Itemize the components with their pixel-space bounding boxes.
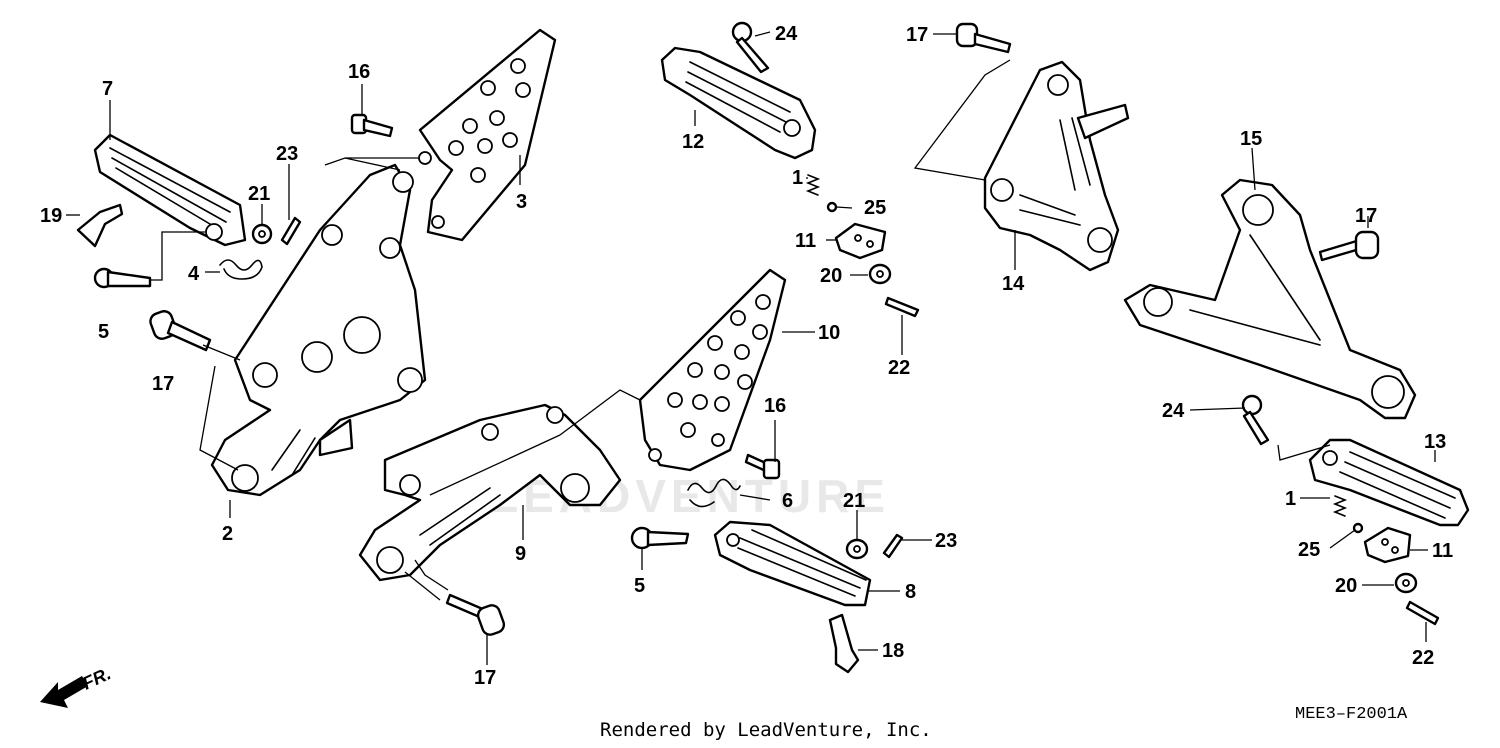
ball-25 — [826, 201, 838, 213]
callout-20: 20 — [820, 265, 842, 287]
stud-18 — [828, 613, 860, 674]
front-direction-arrow-icon: FR. — [40, 663, 114, 708]
callout-22: 22 — [888, 357, 910, 379]
callout-15: 15 — [1240, 128, 1262, 150]
cotter-pin-22 — [884, 296, 920, 318]
heel-guard-plate — [418, 28, 557, 242]
callout-25: 25 — [1298, 539, 1320, 561]
plate-11 — [1363, 526, 1412, 564]
washer-21 — [845, 538, 869, 560]
cotter-pin-22 — [1405, 600, 1440, 626]
rear-step-holder-14 — [983, 60, 1130, 272]
plate-11 — [834, 222, 887, 260]
washer-20 — [868, 263, 892, 285]
pin-24 — [1241, 394, 1270, 446]
callout-17: 17 — [474, 667, 496, 689]
callout-7: 7 — [102, 78, 113, 100]
callout-23: 23 — [276, 143, 298, 165]
callout-5: 5 — [634, 575, 645, 597]
pin-5 — [93, 267, 152, 289]
callout-21: 21 — [843, 490, 865, 512]
callout-24: 24 — [1162, 400, 1185, 422]
callout-8: 8 — [905, 581, 916, 603]
callout-1: 1 — [792, 167, 803, 189]
callout-12: 12 — [682, 131, 704, 153]
spring-1 — [805, 174, 821, 196]
step-holder-bracket — [210, 163, 427, 497]
washer-20 — [1394, 572, 1418, 594]
callout-5: 5 — [98, 321, 109, 343]
callout-3: 3 — [516, 191, 527, 213]
callout-22: 22 — [1412, 647, 1434, 669]
footpeg-13 — [1308, 438, 1470, 527]
ball-25 — [1352, 522, 1364, 534]
footpeg-7 — [93, 133, 247, 247]
diagram-code: MEE3–F2001A — [1295, 705, 1408, 724]
callout-16: 16 — [348, 61, 370, 83]
callout-9: 9 — [515, 543, 526, 565]
callout-18: 18 — [882, 640, 904, 662]
leader-lines — [66, 31, 1436, 665]
pin-5 — [630, 526, 690, 550]
bolt-17 — [149, 310, 212, 352]
callout-11: 11 — [1432, 540, 1453, 562]
callout-17: 17 — [906, 24, 928, 46]
footpeg-8 — [713, 520, 872, 607]
washer-21 — [251, 223, 273, 245]
bolt-16 — [744, 453, 781, 480]
bolt-17 — [955, 22, 1012, 54]
callout-20: 20 — [1335, 575, 1357, 597]
cotter-pin-23 — [280, 216, 302, 246]
callout-2: 2 — [222, 523, 233, 545]
rear-step-holder-15 — [1123, 178, 1417, 420]
callout-23: 23 — [935, 530, 957, 552]
bolt-17 — [445, 593, 506, 636]
front-label: FR. — [79, 663, 114, 693]
callout-17: 17 — [1355, 205, 1377, 227]
callout-25: 25 — [864, 197, 886, 219]
heel-guard-plate-10 — [638, 268, 787, 472]
callout-16: 16 — [764, 395, 786, 417]
step-holder-bracket-9 — [358, 403, 622, 582]
spring-4 — [219, 259, 263, 280]
cotter-pin-23 — [882, 533, 904, 559]
callout-6: 6 — [782, 490, 793, 512]
credit-text: Rendered by LeadVenture, Inc. — [600, 719, 932, 741]
callout-11: 11 — [795, 230, 816, 252]
callout-13: 13 — [1424, 431, 1446, 453]
callout-10: 10 — [818, 322, 840, 344]
spring-1 — [1332, 495, 1348, 517]
callout-24: 24 — [775, 23, 798, 45]
pin-24 — [731, 21, 770, 74]
footpeg-12 — [660, 46, 817, 160]
callout-4: 4 — [188, 263, 200, 285]
stud-19 — [76, 203, 124, 248]
callout-14: 14 — [1002, 273, 1025, 295]
callout-21: 21 — [248, 183, 270, 205]
bolt-17 — [1318, 230, 1380, 262]
callout-19: 19 — [40, 205, 62, 227]
bolt-16 — [350, 113, 394, 138]
callout-1: 1 — [1285, 488, 1296, 510]
spring-6 — [687, 478, 741, 508]
callout-17: 17 — [152, 373, 174, 395]
